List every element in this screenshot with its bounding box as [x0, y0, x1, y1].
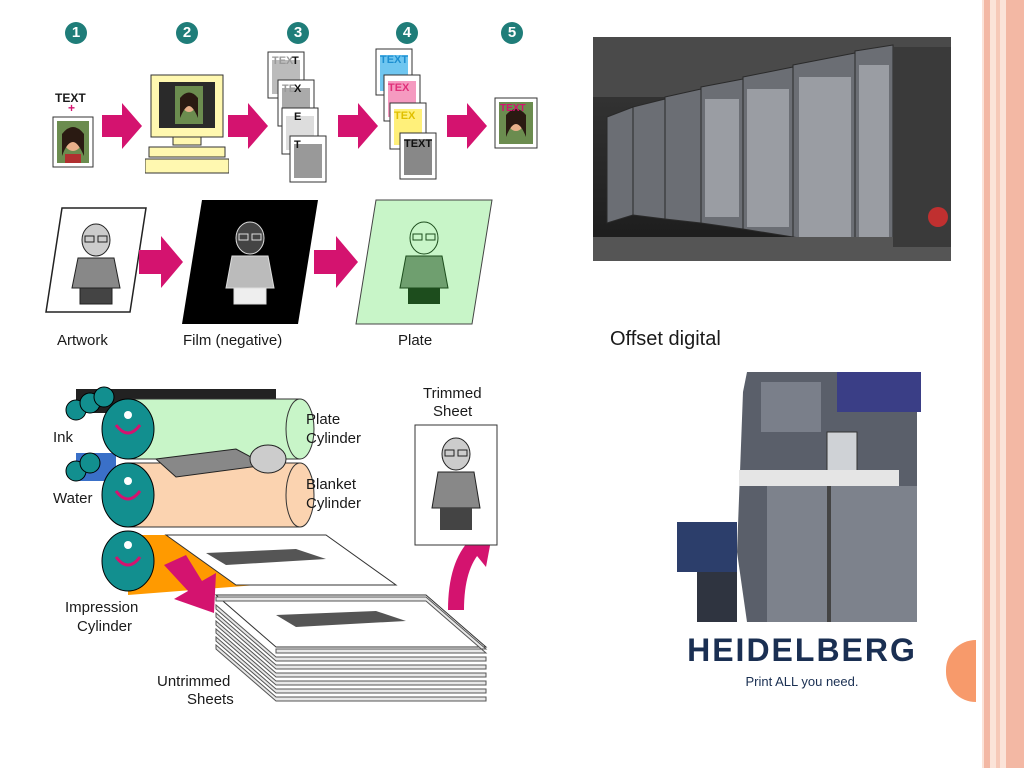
arrow-right-icon [139, 236, 183, 288]
label-blanket-cylinder-2: Cylinder [306, 495, 362, 512]
label-blanket-cylinder-1: Blanket [306, 476, 357, 493]
artwork-sheet [45, 207, 147, 313]
caption-offset-digital: Offset digital [610, 328, 721, 350]
step-number-3: 3 [287, 22, 309, 44]
offset-press-photo [593, 37, 951, 261]
slide-border-line-3 [1006, 0, 1024, 768]
label-impression-cylinder-2: Cylinder [77, 618, 133, 635]
offset-press-diagram [65, 386, 492, 702]
final-print-icon: TEXT [494, 97, 538, 149]
svg-text:T: T [292, 55, 299, 67]
film-negative-sheet [182, 200, 318, 324]
label-trimmed-sheet-2: Sheet [433, 403, 473, 420]
color-separation-sheets-icon: TEXT TEX TEX TEXT [375, 48, 437, 180]
trimmed-sheet [414, 424, 498, 546]
label-ink: Ink [53, 429, 74, 446]
digital-press-photo [677, 372, 921, 624]
arrow-right-icon [228, 103, 268, 149]
step1-plus: + [68, 101, 76, 115]
printing-plate-sheet [355, 199, 493, 325]
label-water: Water [53, 490, 93, 507]
arrow-right-icon [314, 236, 358, 288]
label-artwork: Artwork [57, 332, 108, 349]
label-untrimmed-sheets-2: Sheets [187, 691, 234, 708]
svg-text:TEXT: TEXT [380, 54, 408, 66]
svg-text:TEX: TEX [272, 55, 294, 67]
svg-text:TEX: TEX [394, 110, 416, 122]
label-plate-cylinder-2: Cylinder [306, 430, 362, 447]
slide-border-line-1 [984, 0, 990, 768]
svg-text:TE: TE [282, 83, 296, 95]
svg-text:TEXT: TEXT [404, 138, 432, 150]
slide-accent-tab [946, 640, 976, 702]
svg-text:TEXT: TEXT [500, 103, 526, 114]
label-plate-cylinder-1: Plate [306, 411, 341, 428]
step-number-5: 5 [501, 22, 523, 44]
step-number-1: 1 [65, 22, 87, 44]
svg-text:T: T [294, 139, 301, 151]
svg-text:X: X [294, 83, 302, 95]
label-impression-cylinder-1: Impression [65, 599, 139, 616]
label-trimmed-sheet-1: Trimmed [423, 385, 482, 402]
arrow-right-icon [102, 103, 142, 149]
arrow-right-icon [447, 103, 487, 149]
label-film-negative: Film (negative) [183, 332, 283, 349]
heidelberg-logo: HEIDELBERG [687, 632, 917, 668]
heidelberg-tagline: Print ALL you need. [745, 674, 859, 689]
svg-text:E: E [294, 111, 301, 123]
separation-sheets-icon: TEX T TE X E T [267, 51, 327, 183]
slide-border-line-2 [996, 0, 1000, 768]
label-untrimmed-sheets-1: Untrimmed [157, 673, 231, 690]
computer-icon [145, 74, 229, 174]
svg-text:TEX: TEX [388, 82, 410, 94]
step-number-2: 2 [176, 22, 198, 44]
arrow-right-icon [338, 103, 378, 149]
step1-photo-icon [52, 116, 94, 168]
step1-text-label: TEXT [55, 91, 86, 105]
step-number-4: 4 [396, 22, 418, 44]
label-plate: Plate [398, 332, 433, 349]
